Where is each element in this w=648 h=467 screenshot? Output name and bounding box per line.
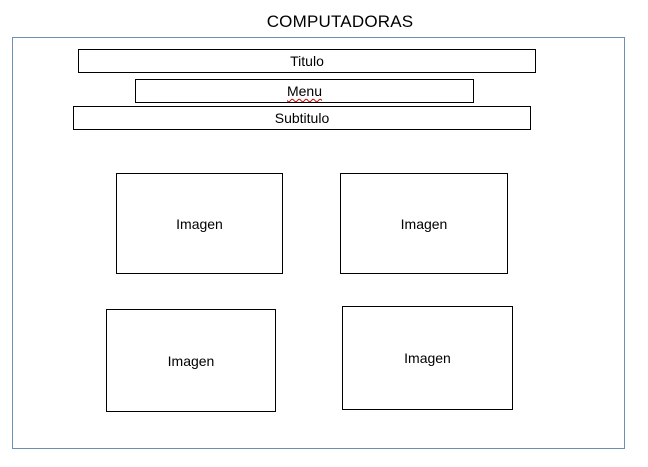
image-placeholder-label: Imagen	[400, 215, 448, 232]
image-placeholder-label: Imagen	[176, 215, 223, 232]
image-placeholder-2: Imagen	[340, 173, 508, 274]
menu-box: Menu	[135, 79, 474, 103]
menu-label: Menu	[286, 83, 323, 99]
image-placeholder-1: Imagen	[116, 173, 283, 274]
image-placeholder-label: Imagen	[167, 352, 215, 369]
wireframe-page	[12, 37, 625, 449]
titulo-box: Titulo	[78, 49, 536, 73]
page-title: COMPUTADORAS	[266, 12, 414, 31]
subtitulo-label: Subtitulo	[274, 110, 330, 126]
image-placeholder-3: Imagen	[106, 309, 276, 412]
titulo-label: Titulo	[290, 53, 324, 69]
image-placeholder-label: Imagen	[404, 350, 451, 366]
image-placeholder-4: Imagen	[342, 306, 513, 410]
subtitulo-box: Subtitulo	[73, 106, 531, 130]
